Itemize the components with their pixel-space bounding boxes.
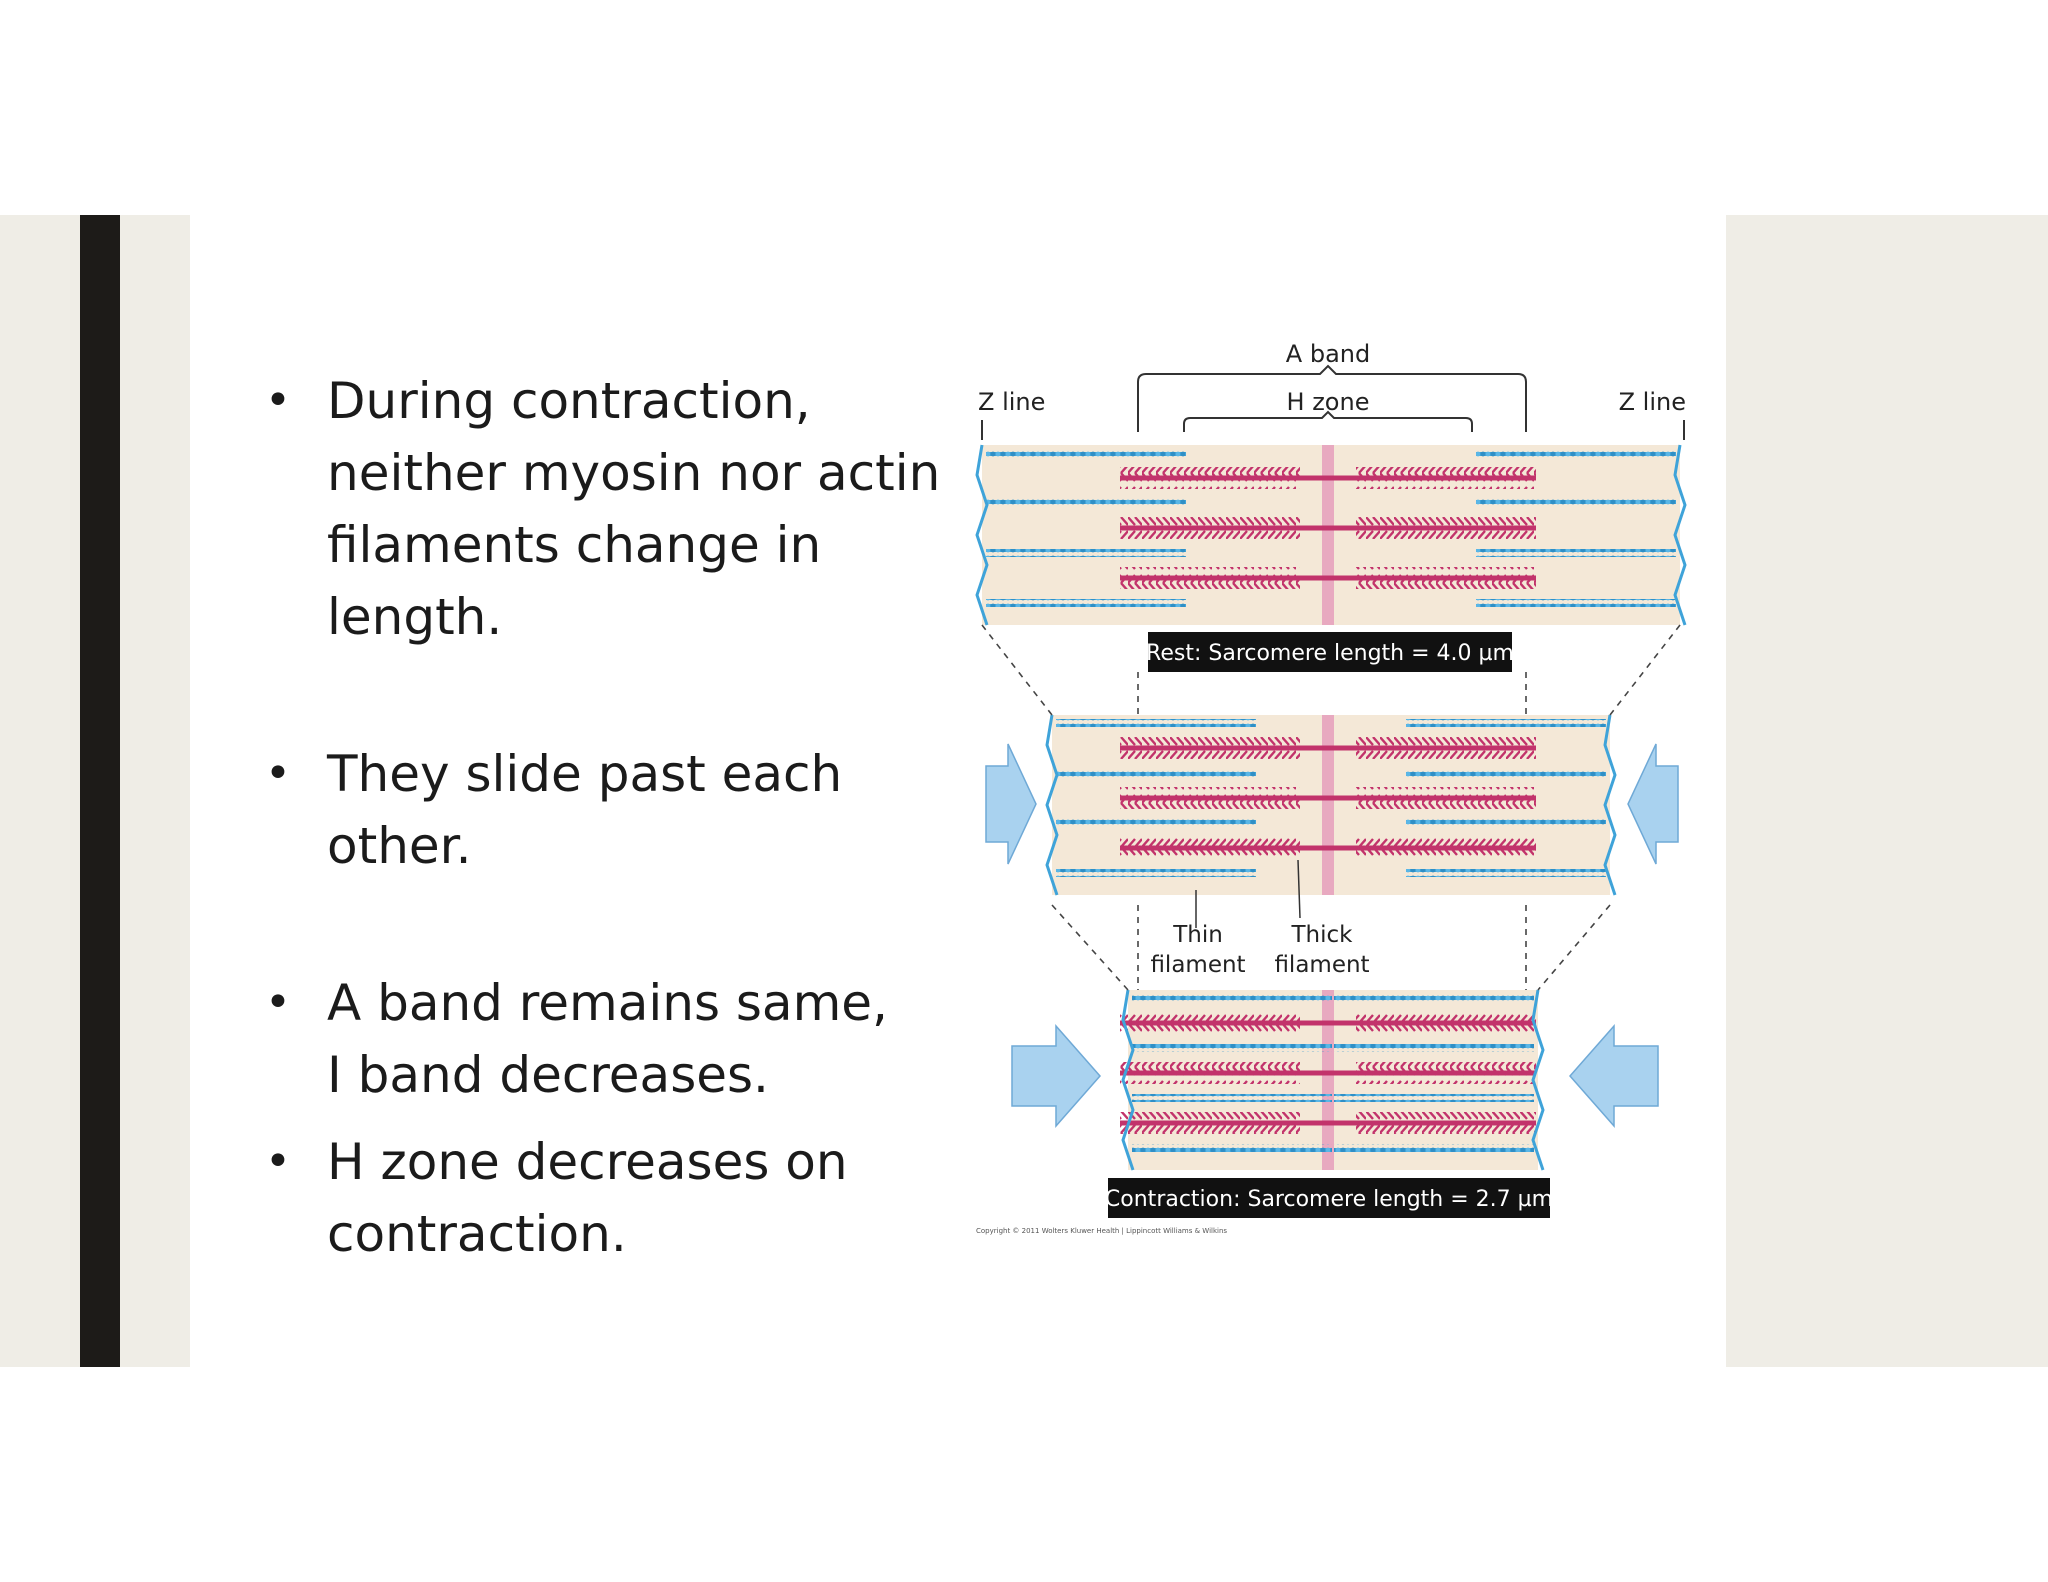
- rest-sarcomere-panel: [975, 444, 1687, 626]
- copyright-text: Copyright © 2011 Wolters Kluwer Health |…: [976, 1227, 1227, 1235]
- thick-filament-pointer: [1297, 859, 1301, 919]
- a-band-bracket: [1137, 364, 1527, 432]
- thick-filament-label-line2: filament: [1274, 952, 1369, 978]
- thin-filament: [1132, 994, 1332, 1002]
- right-margin-band: [1726, 215, 2048, 1367]
- thin-filament: [1334, 1094, 1534, 1102]
- bullet-line: H zone decreases on: [327, 1133, 848, 1191]
- rest-caption: Rest: Sarcomere length = 4.0 µm: [1146, 641, 1514, 666]
- thin-filament: [1406, 869, 1606, 877]
- compress-arrow-right-bottom: [1569, 1024, 1659, 1128]
- bullet-line: They slide past each: [327, 745, 843, 803]
- contracted-sarcomere-panel: [1120, 989, 1545, 1171]
- z-line: [1673, 444, 1687, 626]
- thin-filament: [1334, 1044, 1534, 1052]
- compress-arrow-right-mid: [1627, 743, 1679, 865]
- thick-filament: [1120, 525, 1536, 531]
- thin-filament: [1476, 599, 1676, 607]
- bullet-line: length.: [327, 588, 503, 646]
- thick-filament: [1120, 795, 1536, 801]
- thin-filament-label-line2: filament: [1150, 952, 1245, 978]
- bullet-item: They slide past each other.: [265, 738, 965, 882]
- compress-arrow-left-mid: [985, 743, 1037, 865]
- thin-filament: [1476, 449, 1676, 457]
- bullet-line: neither myosin nor actin: [327, 444, 941, 502]
- z-line-left-label: Z line: [978, 388, 1045, 416]
- bullet-line: During contraction,: [327, 372, 811, 430]
- thin-filament: [1334, 1144, 1534, 1152]
- partial-contraction-panel: [1045, 714, 1617, 896]
- thin-filament: [986, 599, 1186, 607]
- z-line: [1121, 989, 1135, 1171]
- compress-arrow-left-bottom: [1011, 1024, 1101, 1128]
- contraction-caption: Contraction: Sarcomere length = 2.7 µm: [1105, 1187, 1553, 1212]
- bullet-line: I band decreases.: [327, 1046, 769, 1104]
- bullet-line: other.: [327, 817, 472, 875]
- bullet-item: H zone decreases on contraction.: [265, 1126, 965, 1270]
- a-band-label: A band: [1286, 340, 1370, 368]
- thin-filament-label: Thin: [1172, 922, 1223, 948]
- bullet-line: A band remains same,: [327, 974, 888, 1032]
- thick-filament-label: Thick: [1291, 922, 1354, 948]
- bullet-line: filaments change in: [327, 516, 822, 574]
- thin-filament: [1132, 1044, 1332, 1052]
- thin-filament: [1406, 819, 1606, 827]
- thick-filament: [1120, 1020, 1536, 1026]
- m-line: [1322, 990, 1334, 1170]
- thin-filament: [1132, 1094, 1332, 1102]
- contraction-caption-box: [1108, 1178, 1550, 1218]
- thick-filament: [1120, 1070, 1536, 1076]
- thin-filament: [986, 499, 1186, 507]
- thin-filament: [1056, 869, 1256, 877]
- thick-filament: [1120, 745, 1536, 751]
- thin-filament: [1406, 769, 1606, 777]
- thin-filament: [1334, 994, 1534, 1002]
- sarcomere-diagram: A band H zone Z line Z line Rest: Sarcom…: [975, 340, 1687, 1235]
- h-zone-bracket: [1183, 410, 1473, 432]
- bullet-item: A band remains same, I band decreases.: [265, 967, 965, 1111]
- thick-filament: [1120, 845, 1536, 851]
- z-line-right-label: Z line: [1619, 388, 1686, 416]
- bullet-item: During contraction, neither myosin nor a…: [265, 365, 965, 653]
- thin-filament: [1132, 1144, 1332, 1152]
- m-line: [1322, 715, 1334, 895]
- z-line: [975, 444, 989, 626]
- thin-filament: [1056, 819, 1256, 827]
- thin-filament: [986, 449, 1186, 457]
- thick-filament: [1120, 575, 1536, 581]
- thin-filament: [986, 549, 1186, 557]
- thin-filament: [1056, 719, 1256, 727]
- guide-lines: [981, 624, 1681, 991]
- thin-filament: [1476, 499, 1676, 507]
- thick-filament: [1120, 1120, 1536, 1126]
- accent-bar: [80, 215, 120, 1367]
- z-line: [1603, 714, 1617, 896]
- thin-filament: [1476, 549, 1676, 557]
- thick-filament: [1120, 475, 1536, 481]
- m-line: [1322, 445, 1334, 625]
- z-line: [1531, 989, 1545, 1171]
- z-line: [1045, 714, 1059, 896]
- rest-caption-box: [1148, 632, 1512, 672]
- thin-filament: [1406, 719, 1606, 727]
- thin-filament: [1056, 769, 1256, 777]
- bullet-line: contraction.: [327, 1205, 627, 1263]
